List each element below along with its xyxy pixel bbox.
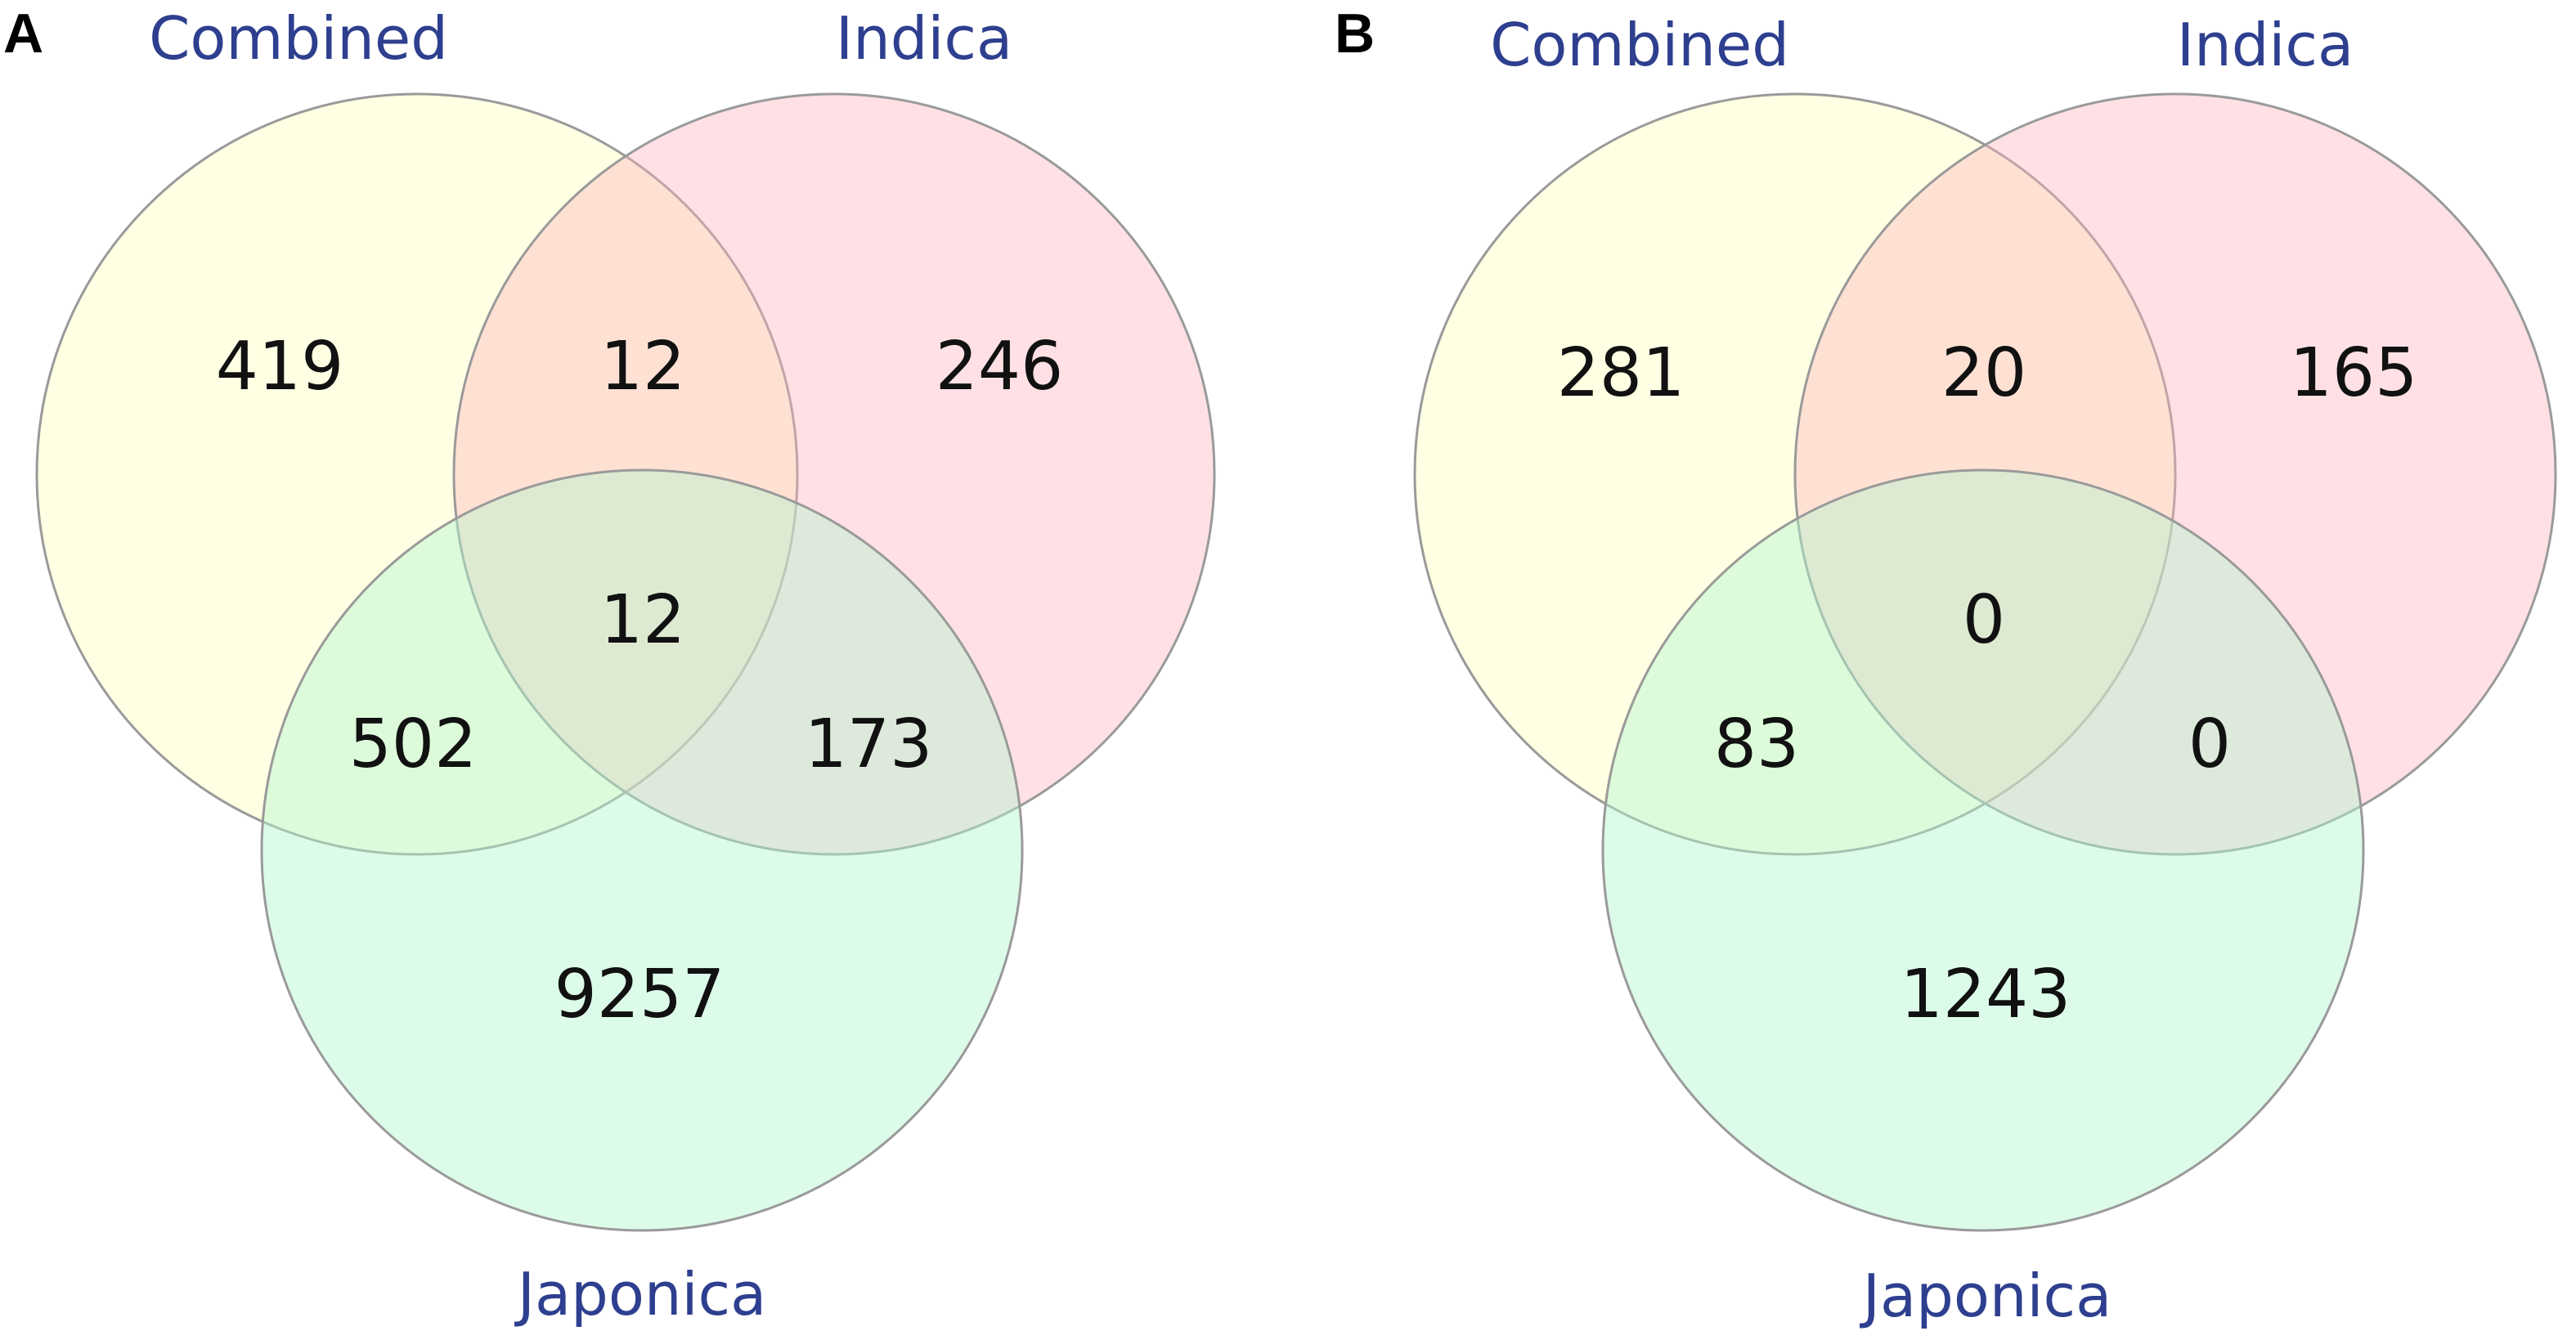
venn-circle-bottom [260,468,1024,1232]
region-count-top-right-only: 246 [936,328,1064,406]
region-count-bottom-only: 1243 [1901,956,2071,1033]
region-count-top-left-and-bottom: 502 [349,706,478,783]
region-count-top-left-and-top-right: 20 [1941,334,2026,412]
region-count-top-right-and-bottom: 173 [805,706,933,783]
venn-circle-top-right [452,92,1216,856]
region-count-all-three: 0 [1963,581,2005,659]
region-count-top-left-only: 419 [216,328,344,406]
region-count-top-left-and-top-right: 12 [600,328,685,406]
panel-a: A Combined Indica Japonica 419 12 246 12… [3,2,1216,1329]
set-label-top-right: Indica [836,4,1012,73]
region-count-top-right-only: 165 [2290,334,2418,412]
set-label-top-right: Indica [2177,11,2354,79]
region-count-bottom-only: 9257 [554,956,725,1033]
set-label-bottom: Japonica [514,1260,766,1329]
panel-letter: A [3,2,43,65]
region-count-top-right-and-bottom: 0 [2188,706,2231,783]
region-count-top-left-and-bottom: 83 [1714,706,1799,783]
venn-circle-top-right [1793,92,2557,856]
panel-letter: B [1335,2,1375,65]
set-label-bottom: Japonica [1860,1262,2112,1330]
set-label-top-left: Combined [149,4,448,73]
region-count-all-three: 12 [600,581,685,659]
venn-circle-bottom [1601,468,2365,1232]
region-count-top-left-only: 281 [1557,334,1685,412]
venn-circle-top-left [35,92,799,856]
panel-b: B Combined Indica Japonica 281 20 165 0 … [1335,2,2557,1330]
set-label-top-left: Combined [1490,11,1789,79]
